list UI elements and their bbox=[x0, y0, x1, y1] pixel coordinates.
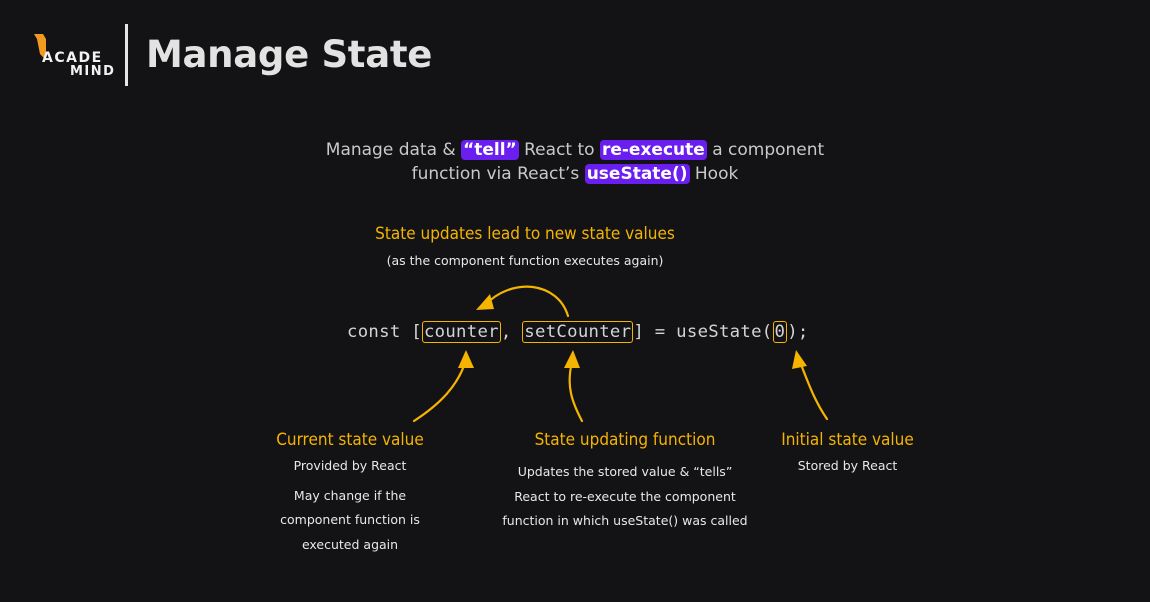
initial-value-arrow bbox=[798, 360, 829, 421]
current-state-line: executed again bbox=[301, 536, 399, 552]
highlight-re-execute: re-execute bbox=[599, 140, 707, 160]
current-value-arrow bbox=[412, 358, 468, 423]
code-text: , bbox=[500, 322, 523, 342]
logo-mark-icon bbox=[34, 34, 46, 60]
update-loop-arrow bbox=[482, 285, 570, 318]
subtitle-text: Hook bbox=[689, 164, 739, 184]
initial-state-description: Stored by React bbox=[760, 454, 935, 479]
current-state-description: Provided by React May change if the comp… bbox=[260, 454, 440, 557]
code-line: const [counter, setCounter] = useState(0… bbox=[347, 321, 809, 343]
setter-arrow bbox=[568, 360, 584, 423]
state-variable-box: counter bbox=[421, 321, 501, 343]
logo-text-line1: ACADE bbox=[42, 50, 103, 66]
updating-function-title: State updating function bbox=[534, 430, 716, 450]
current-value-arrowhead bbox=[458, 350, 474, 368]
current-state-title: Current state value bbox=[276, 430, 424, 450]
current-state-line: Provided by React bbox=[293, 458, 407, 473]
updating-function-line: Updates the stored value & “tells” bbox=[517, 464, 733, 479]
updating-function-line: function in which useState() was called bbox=[502, 513, 748, 528]
highlight-tell: “tell” bbox=[461, 140, 519, 160]
initial-value-arrowhead bbox=[792, 350, 807, 369]
subtitle-text: function via React’s bbox=[411, 164, 585, 184]
highlight-usestate: useState() bbox=[584, 164, 690, 184]
subtitle: Manage data & “tell” React to re-execute… bbox=[0, 138, 1150, 186]
code-text: const [ bbox=[347, 322, 422, 342]
subtitle-text: a component bbox=[706, 140, 825, 160]
updating-function-description: Updates the stored value & “tells” React… bbox=[490, 460, 760, 534]
logo-text-line2: MIND bbox=[70, 64, 116, 79]
current-state-line: component function is bbox=[280, 512, 420, 527]
top-note-subtitle: (as the component function executes agai… bbox=[386, 253, 664, 268]
code-text: ); bbox=[787, 322, 809, 342]
page-title: Manage State bbox=[146, 33, 433, 76]
initial-value-box: 0 bbox=[772, 321, 788, 343]
updating-function-line: React to re-execute the component bbox=[514, 488, 736, 504]
update-loop-arrowhead bbox=[476, 294, 494, 310]
setter-function-box: setCounter bbox=[522, 321, 634, 343]
initial-state-line: Stored by React bbox=[797, 458, 898, 473]
top-note-title: State updates lead to new state values bbox=[375, 224, 675, 244]
header-divider bbox=[125, 24, 128, 86]
subtitle-text: React to bbox=[518, 140, 600, 160]
subtitle-text: Manage data & bbox=[325, 140, 462, 160]
initial-state-title: Initial state value bbox=[781, 430, 914, 450]
current-state-line: May change if the bbox=[293, 487, 407, 503]
code-text: ] = useState( bbox=[633, 322, 773, 342]
academind-logo: ACADE MIND bbox=[34, 32, 124, 80]
setter-arrowhead bbox=[564, 350, 580, 368]
